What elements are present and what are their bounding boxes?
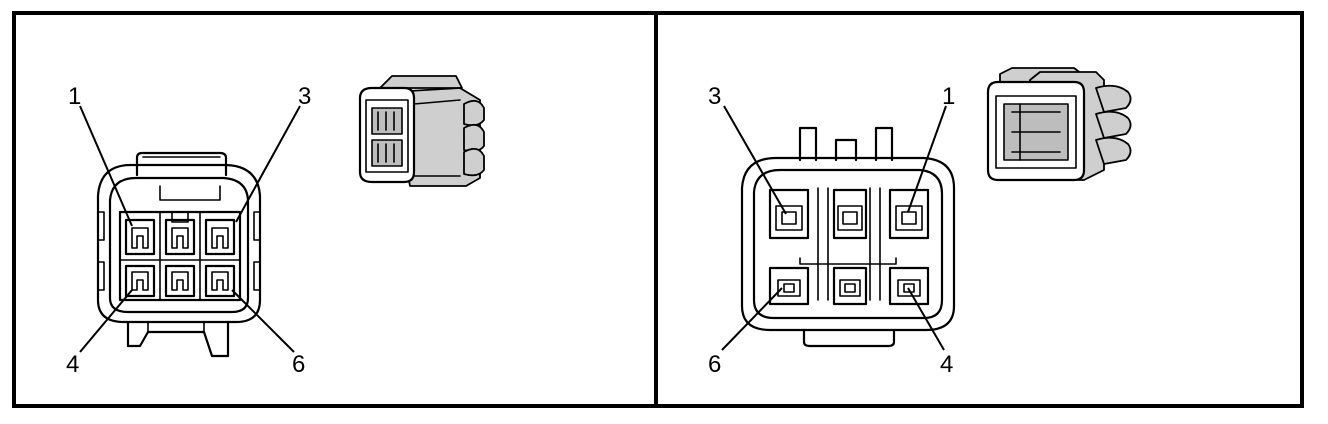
right-panel: 3 1 6 4	[708, 67, 1132, 378]
pin-3-leader-right	[723, 105, 787, 215]
right-connector-face	[740, 126, 956, 348]
left-connector-isometric	[358, 75, 485, 187]
right-connector-isometric	[986, 67, 1132, 182]
pin-4-leader	[79, 289, 133, 353]
pin-3-leader	[235, 105, 301, 223]
pin-6-label: 6	[292, 351, 305, 378]
pin-1-leader	[79, 105, 133, 227]
pin-6-leader	[231, 289, 295, 353]
pin-6-leader-right	[721, 287, 783, 351]
pin-4-label: 4	[66, 351, 79, 378]
pin-4-label-right: 4	[940, 351, 953, 378]
pin-3-label-right: 3	[708, 83, 721, 110]
left-panel: 1 3 4 6	[66, 75, 485, 378]
pin-1-leader-right	[907, 105, 947, 213]
left-connector-face	[96, 151, 262, 358]
pin-4-leader-right	[907, 287, 945, 351]
pin-6-label-right: 6	[708, 351, 721, 378]
pin-1-label-right: 1	[942, 83, 955, 110]
pin-1-label: 1	[68, 83, 81, 110]
pin-3-label: 3	[298, 83, 311, 110]
